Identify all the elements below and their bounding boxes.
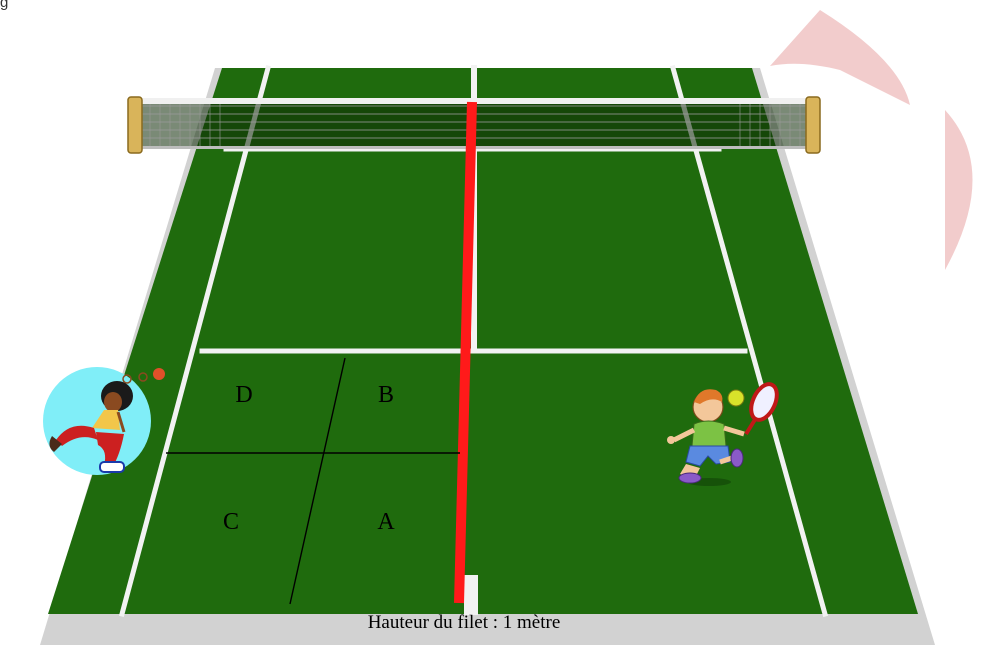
zone-label-d: D — [235, 382, 252, 408]
net-post-left — [128, 97, 142, 153]
zone-label-b: B — [378, 382, 394, 408]
zone-label-a: A — [377, 509, 395, 535]
net-height-caption: Hauteur du filet : 1 mètre — [368, 612, 561, 633]
zone-label-c: C — [223, 509, 239, 535]
decor-arc-right — [945, 110, 973, 270]
net-post-right — [806, 97, 820, 153]
decor-arc-top — [770, 10, 910, 105]
